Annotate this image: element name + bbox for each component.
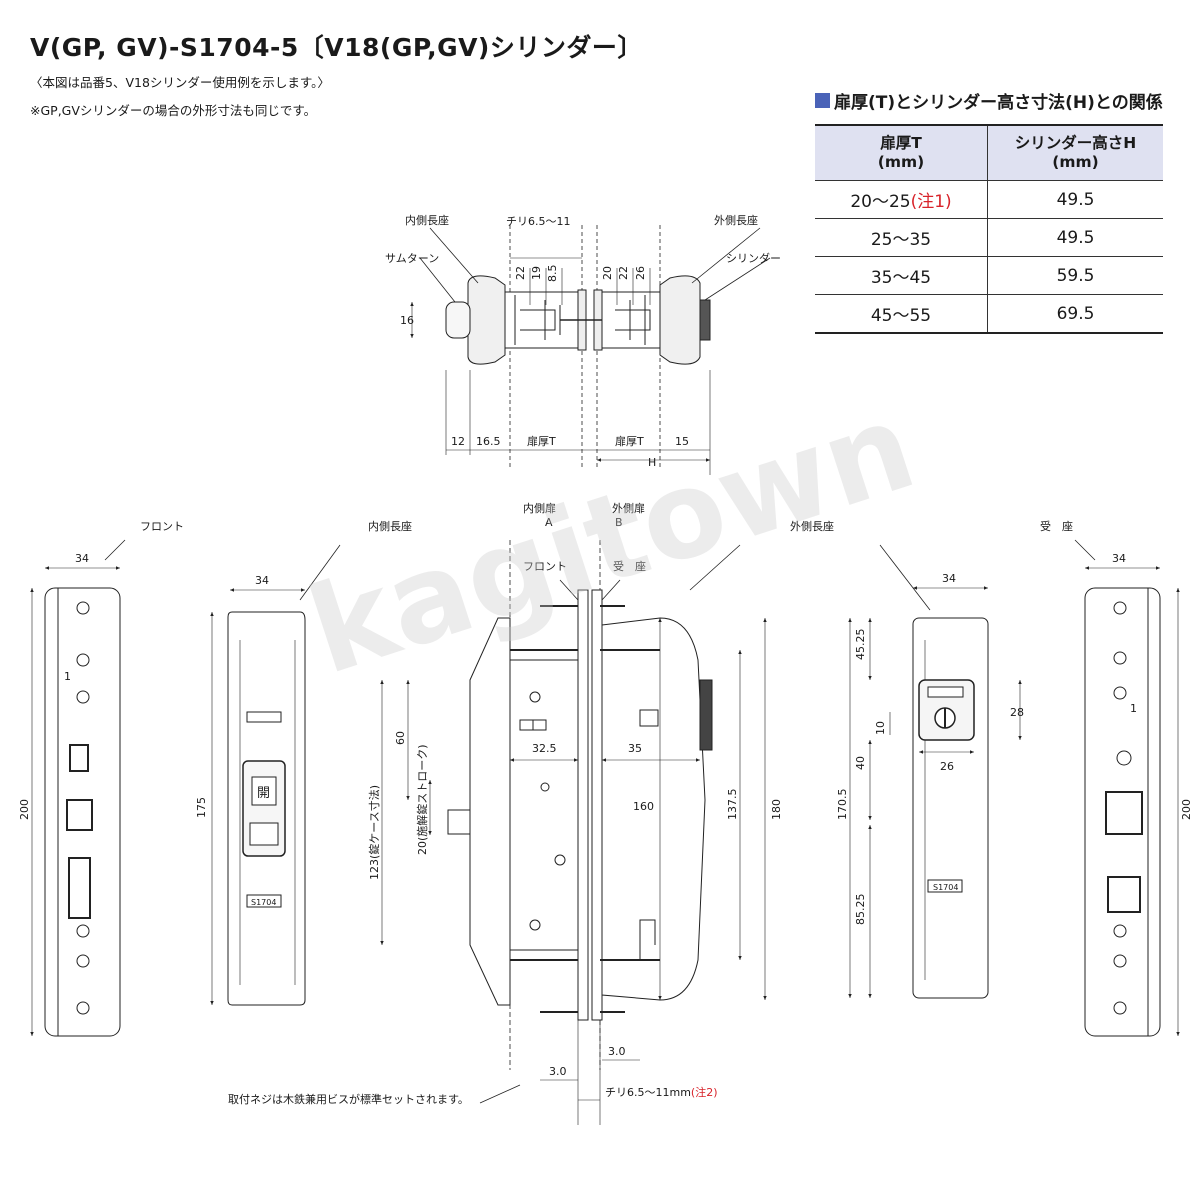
subtitle-note: 〈本図は品番5、V18シリンダー使用例を示します。〉 <box>30 75 330 90</box>
inner-plate-view <box>210 544 341 1006</box>
table-title: 扉厚(T)とシリンダー高さ寸法(H)との関係 <box>815 88 1163 113</box>
cylinder-note: ※GP,GVシリンダーの場合の外形寸法も同じです。 <box>30 103 317 118</box>
svg-text:200: 200 <box>1180 799 1193 820</box>
dim-h: H <box>648 456 656 469</box>
svg-text:60: 60 <box>394 731 407 745</box>
outer-plate-view <box>848 544 1022 999</box>
svg-text:34: 34 <box>1112 552 1126 565</box>
svg-text:85.25: 85.25 <box>854 894 867 926</box>
svg-text:180: 180 <box>770 799 783 820</box>
svg-text:扉厚T: 扉厚T <box>615 435 644 448</box>
svg-text:B: B <box>615 516 623 529</box>
svg-text:3.0: 3.0 <box>549 1065 567 1078</box>
page-title: V(GP, GV)-S1704-5〔V18(GP,GV)シリンダー〕 <box>30 33 643 62</box>
open-mark: 開 <box>257 786 270 801</box>
table-row: 25〜35 49.5 <box>815 218 1163 257</box>
svg-text:受 座: 受 座 <box>613 559 646 573</box>
outer-plate-label: 外側長座 <box>714 213 758 227</box>
svg-text:1: 1 <box>64 670 71 683</box>
table-header-row: 扉厚T(mm) シリンダー高さH(mm) <box>815 124 1163 181</box>
svg-text:26: 26 <box>940 760 954 773</box>
svg-text:S1704: S1704 <box>933 883 958 892</box>
svg-text:22: 22 <box>514 266 527 280</box>
svg-text:22: 22 <box>617 266 630 280</box>
svg-text:34: 34 <box>942 572 956 585</box>
svg-text:S1704: S1704 <box>251 898 276 907</box>
svg-text:35: 35 <box>628 742 642 755</box>
front-height: 200 <box>18 799 31 820</box>
svg-text:160: 160 <box>633 800 654 813</box>
svg-text:扉厚T: 扉厚T <box>527 435 556 448</box>
svg-text:受 座: 受 座 <box>1040 519 1073 533</box>
svg-text:34: 34 <box>255 574 269 587</box>
inner-plate-label: 内側長座 <box>405 213 449 227</box>
screw-note: 取付ネジは木鉄兼用ビスが標準セットされます。 <box>228 1092 469 1106</box>
front-plate-view <box>30 539 126 1037</box>
svg-text:外側扉: 外側扉 <box>612 502 645 515</box>
section-view <box>380 540 767 1125</box>
top-view <box>410 225 771 475</box>
strike-plate-view <box>1074 539 1180 1037</box>
svg-text:28: 28 <box>1010 706 1024 719</box>
svg-text:A: A <box>545 516 553 529</box>
svg-text:15: 15 <box>675 435 689 448</box>
table-row: 45〜55 69.5 <box>815 294 1163 334</box>
thickness-height-table: 扉厚T(mm) シリンダー高さH(mm) 20〜25(注1) 49.5 25〜3… <box>815 124 1163 334</box>
svg-text:16.5: 16.5 <box>476 435 501 448</box>
inner-plate-label-2: 内側長座 <box>368 519 412 533</box>
clearance-label: チリ6.5〜11 <box>506 215 571 228</box>
svg-text:175: 175 <box>195 797 208 818</box>
svg-text:19: 19 <box>530 266 543 280</box>
svg-text:40: 40 <box>854 756 867 770</box>
clearance-note: チリ6.5〜11mm(注2) <box>605 1085 718 1099</box>
front-label: フロント <box>140 520 184 533</box>
svg-text:フロント: フロント <box>523 560 567 573</box>
square-bullet-icon <box>815 93 830 108</box>
svg-text:3.0: 3.0 <box>608 1045 626 1058</box>
svg-text:外側長座: 外側長座 <box>790 519 834 533</box>
svg-text:123(錠ケース寸法): 123(錠ケース寸法) <box>367 785 381 880</box>
table-title-text: 扉厚(T)とシリンダー高さ寸法(H)との関係 <box>834 93 1163 113</box>
svg-text:26: 26 <box>634 266 647 280</box>
front-width: 34 <box>75 552 89 565</box>
svg-text:内側扉: 内側扉 <box>523 501 556 515</box>
header-cylinder-height: シリンダー高さH(mm) <box>987 124 1163 181</box>
cylinder-label: シリンダー <box>726 251 781 265</box>
svg-text:10: 10 <box>874 721 887 735</box>
svg-text:45.25: 45.25 <box>854 629 867 661</box>
thumb-turn-label: サムターン <box>385 252 439 265</box>
svg-text:137.5: 137.5 <box>726 789 739 821</box>
svg-text:170.5: 170.5 <box>836 789 849 821</box>
svg-text:8.5: 8.5 <box>546 265 559 283</box>
top-view-labels: 内側長座 サムターン 外側長座 シリンダー チリ6.5〜11 16 22 19 … <box>385 213 781 469</box>
svg-text:1: 1 <box>1130 702 1137 715</box>
svg-text:20(施解錠ストローク): 20(施解錠ストローク) <box>415 744 429 855</box>
table-row: 35〜45 59.5 <box>815 256 1163 295</box>
dim-16: 16 <box>400 314 414 327</box>
svg-text:20: 20 <box>601 266 614 280</box>
svg-text:32.5: 32.5 <box>532 742 557 755</box>
svg-text:12: 12 <box>451 435 465 448</box>
